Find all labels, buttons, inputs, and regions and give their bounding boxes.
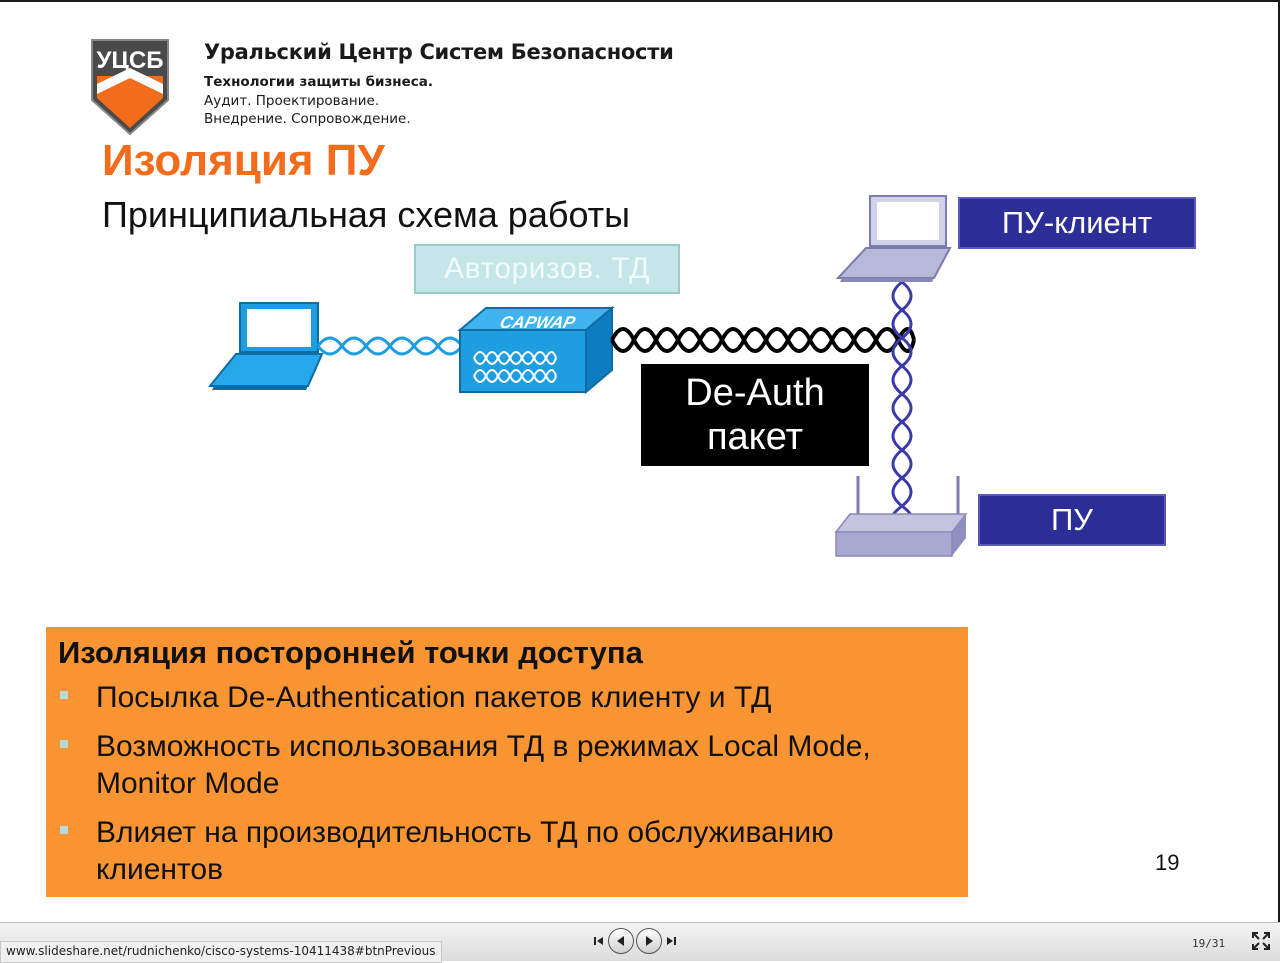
right-border (1278, 0, 1280, 922)
bullet-item: Влияет на производительность ТД по обслу… (46, 814, 956, 888)
bullet-item: Посылка De-Authentication пакетов клиент… (46, 679, 956, 716)
company-logo: УЦСБ (91, 39, 169, 136)
playback-controls (592, 928, 678, 954)
previous-icon[interactable] (608, 928, 634, 954)
slide: УЦСБ Уральский Центр Систем Безопасности… (0, 0, 1280, 922)
deauth-line2: пакет (706, 416, 804, 458)
deauth-packet-label: De-Auth пакет (641, 364, 869, 466)
slide-title: Изоляция ПУ (102, 136, 385, 185)
authorized-ap-label: Авторизов. ТД (414, 244, 680, 294)
rogue-client-label: ПУ-клиент (958, 197, 1196, 249)
bullet-marker-icon (60, 691, 68, 699)
company-services-line2: Внедрение. Сопровождение. (204, 111, 411, 127)
viewer-toolbar: www.slideshare.net/rudnichenko/cisco-sys… (0, 922, 1280, 963)
bullet-marker-icon (60, 826, 68, 834)
next-icon[interactable] (636, 928, 662, 954)
bullet-marker-icon (60, 740, 68, 748)
rogue-ap-label: ПУ (978, 494, 1166, 546)
rogue-link (891, 280, 913, 520)
deauth-line1: De-Auth (685, 372, 825, 414)
company-services-line1: Аудит. Проектирование. (204, 93, 380, 109)
deauth-link (610, 327, 916, 353)
laptop-icon-rogue-client (835, 195, 952, 282)
fullscreen-icon[interactable] (1252, 932, 1270, 950)
network-diagram: CAPWAP (207, 195, 968, 557)
company-tagline: Технологии защиты бизнеса. (204, 74, 434, 90)
panel-heading: Изоляция посторонней точки доступа (58, 635, 643, 670)
slide-page-number: 19 (1155, 850, 1180, 875)
capwap-label: CAPWAP (498, 312, 578, 332)
bullet-text: Посылка De-Authentication пакетов клиент… (96, 681, 772, 714)
status-bar-url: www.slideshare.net/rudnichenko/cisco-sys… (0, 941, 442, 963)
last-slide-icon[interactable] (664, 934, 678, 948)
page-counter: 19/31 (1192, 937, 1226, 950)
bullet-item: Возможность использования ТД в режимах L… (46, 728, 956, 802)
slide-subtitle: Принципиальная схема работы (102, 194, 631, 235)
access-point-icon: CAPWAP (457, 305, 615, 395)
company-name: Уральский Центр Систем Безопасности (204, 40, 674, 64)
bullet-list: Посылка De-Authentication пакетов клиент… (46, 679, 956, 900)
bullet-text: Влияет на производительность ТД по обслу… (96, 816, 834, 886)
info-panel: Изоляция посторонней точки доступа Посыл… (46, 627, 968, 897)
router-icon-rogue-ap (834, 476, 968, 557)
first-slide-icon[interactable] (592, 934, 606, 948)
wireless-link-left (316, 336, 464, 356)
bullet-text: Возможность использования ТД в режимах L… (96, 730, 871, 800)
laptop-icon-left (207, 302, 324, 390)
logo-text: УЦСБ (96, 47, 163, 74)
top-border (0, 0, 1280, 2)
